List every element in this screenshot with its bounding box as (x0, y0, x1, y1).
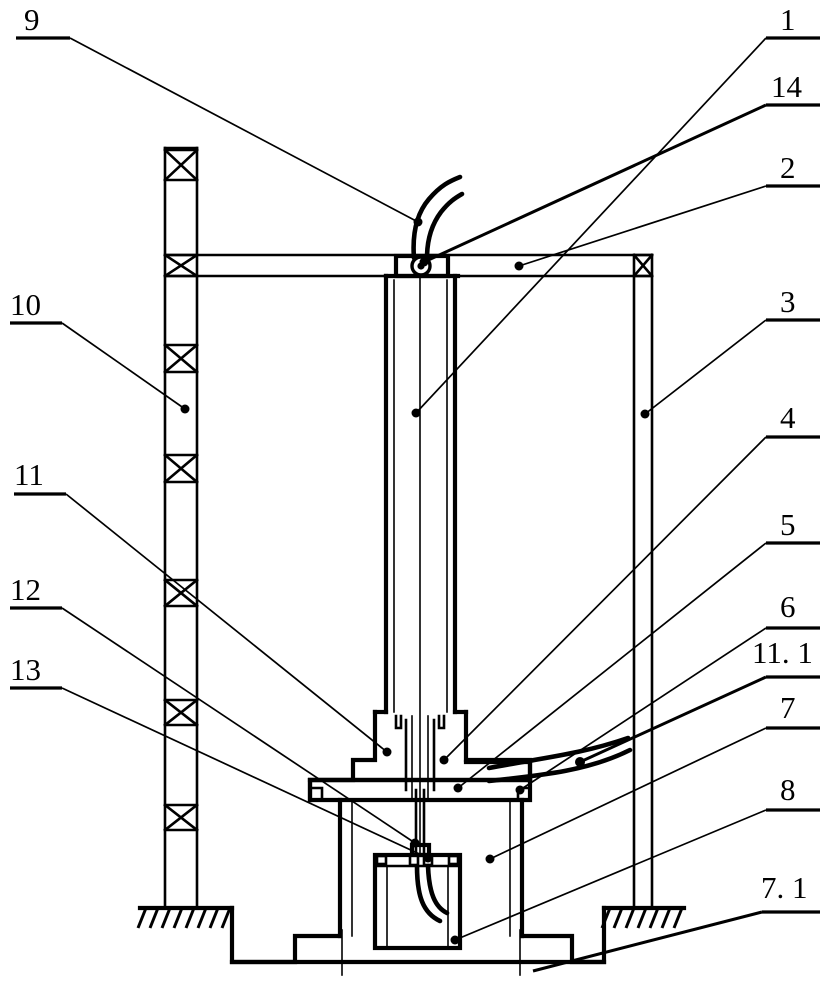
callout-2[interactable]: 2 (766, 150, 820, 188)
leader-dot-7 (485, 854, 495, 864)
callout-label-6: 6 (780, 589, 796, 624)
leader-4 (443, 436, 767, 761)
base-pedestal (337, 797, 525, 939)
chamber-lid-bolt-left (375, 854, 388, 866)
callout-label-14: 14 (771, 69, 803, 104)
leader-dot-14 (419, 257, 429, 267)
leader-7-1 (532, 910, 763, 973)
left-column-joint-5 (163, 578, 199, 608)
left-column-joint-2 (163, 253, 199, 278)
inner-chamber (372, 852, 463, 951)
leader-1 (415, 37, 767, 414)
pit-outline-left (229, 905, 343, 965)
foundation-group (136, 905, 687, 976)
leader-dot-6 (515, 785, 525, 795)
right-column (632, 253, 654, 910)
keyway-left (394, 714, 403, 730)
left-lattice-column (163, 146, 199, 910)
callout-label-13: 13 (10, 652, 41, 687)
right-column-joint-top (632, 253, 654, 278)
callout-14[interactable]: 14 (766, 69, 820, 107)
chamber-lid-bolt-right (447, 854, 460, 866)
leader-dot-9 (413, 217, 423, 227)
left-column-joint-1 (163, 148, 199, 182)
left-column-joint-6 (163, 698, 199, 727)
leader-13 (61, 687, 429, 859)
callout-4[interactable]: 4 (766, 400, 820, 439)
side-hose-upper (486, 735, 631, 771)
leader-dot-5 (453, 783, 463, 793)
callout-3[interactable]: 3 (766, 284, 820, 322)
callout-label-12: 12 (10, 572, 41, 607)
leader-dot-11-1 (575, 757, 585, 767)
leader-6 (519, 627, 767, 791)
leader-dot-12 (410, 838, 420, 848)
callout-7[interactable]: 7 (766, 690, 820, 730)
callout-label-7-1: 7. 1 (761, 870, 808, 905)
callout-9[interactable]: 9 (16, 2, 70, 40)
callout-13[interactable]: 13 (10, 652, 62, 690)
callout-11-1[interactable]: 11. 1 (752, 635, 820, 679)
top-hose-group (411, 174, 465, 261)
bottom-hose-outer (414, 863, 443, 924)
left-column-joint-7 (163, 803, 199, 832)
ground-hatch-left (136, 907, 232, 929)
left-column-joint-4 (163, 453, 199, 484)
callout-label-4: 4 (780, 400, 796, 435)
ground-hatch-right (600, 907, 684, 929)
callout-label-1: 1 (780, 2, 796, 37)
callout-12[interactable]: 12 (10, 572, 62, 610)
callout-11[interactable]: 11 (14, 457, 66, 496)
leader-dot-1 (411, 408, 421, 418)
leader-dot-4 (439, 755, 449, 765)
callout-8[interactable]: 8 (766, 772, 820, 812)
callout-7-1[interactable]: 7. 1 (761, 870, 820, 914)
callout-10[interactable]: 10 (10, 287, 62, 325)
leader-11-1 (579, 675, 767, 764)
leader-dot-13 (423, 853, 433, 863)
leader-10 (61, 322, 186, 410)
callout-label-8: 8 (780, 772, 796, 807)
top-cross-beam (163, 253, 654, 278)
left-column-joint-3 (163, 343, 199, 374)
callout-label-3: 3 (780, 284, 796, 319)
callout-label-5: 5 (780, 507, 796, 542)
flange-notch-left (308, 786, 324, 802)
side-hose-group (486, 735, 633, 784)
callout-6[interactable]: 6 (766, 589, 820, 630)
leader-12 (61, 607, 416, 844)
callout-labels-group: 9 1 14 2 3 4 5 (10, 2, 820, 914)
leader-2 (518, 185, 767, 267)
pit-outline-right (519, 905, 607, 965)
callout-label-10: 10 (10, 287, 41, 322)
keyway-right (437, 714, 446, 730)
leader-dot-3 (640, 409, 650, 419)
leader-8 (454, 809, 767, 941)
callout-5[interactable]: 5 (766, 507, 820, 545)
leader-dot-10 (180, 404, 190, 414)
callout-label-9: 9 (24, 2, 40, 37)
callout-label-11: 11 (14, 457, 44, 492)
leader-dot-8 (450, 935, 460, 945)
top-hose-outer (411, 174, 463, 261)
leader-3 (644, 319, 767, 415)
chamber-lid-center-left (408, 853, 420, 867)
leader-14 (423, 103, 767, 264)
side-hose-lower (486, 747, 633, 784)
bottom-hose-inner (425, 863, 450, 916)
leader-dot-2 (514, 261, 524, 271)
leader-dot-11 (382, 747, 392, 757)
callout-1[interactable]: 1 (766, 2, 820, 40)
leader-11 (65, 493, 388, 753)
main-vertical-cylinder (383, 273, 458, 856)
top-hose-inner (424, 191, 465, 261)
callout-label-7: 7 (780, 690, 796, 725)
leader-7 (489, 727, 767, 860)
leader-9 (69, 37, 419, 223)
callout-label-11-1: 11. 1 (752, 635, 813, 670)
leader-lines-group (61, 37, 767, 973)
leader-5 (457, 542, 767, 789)
callout-label-2: 2 (780, 150, 796, 185)
